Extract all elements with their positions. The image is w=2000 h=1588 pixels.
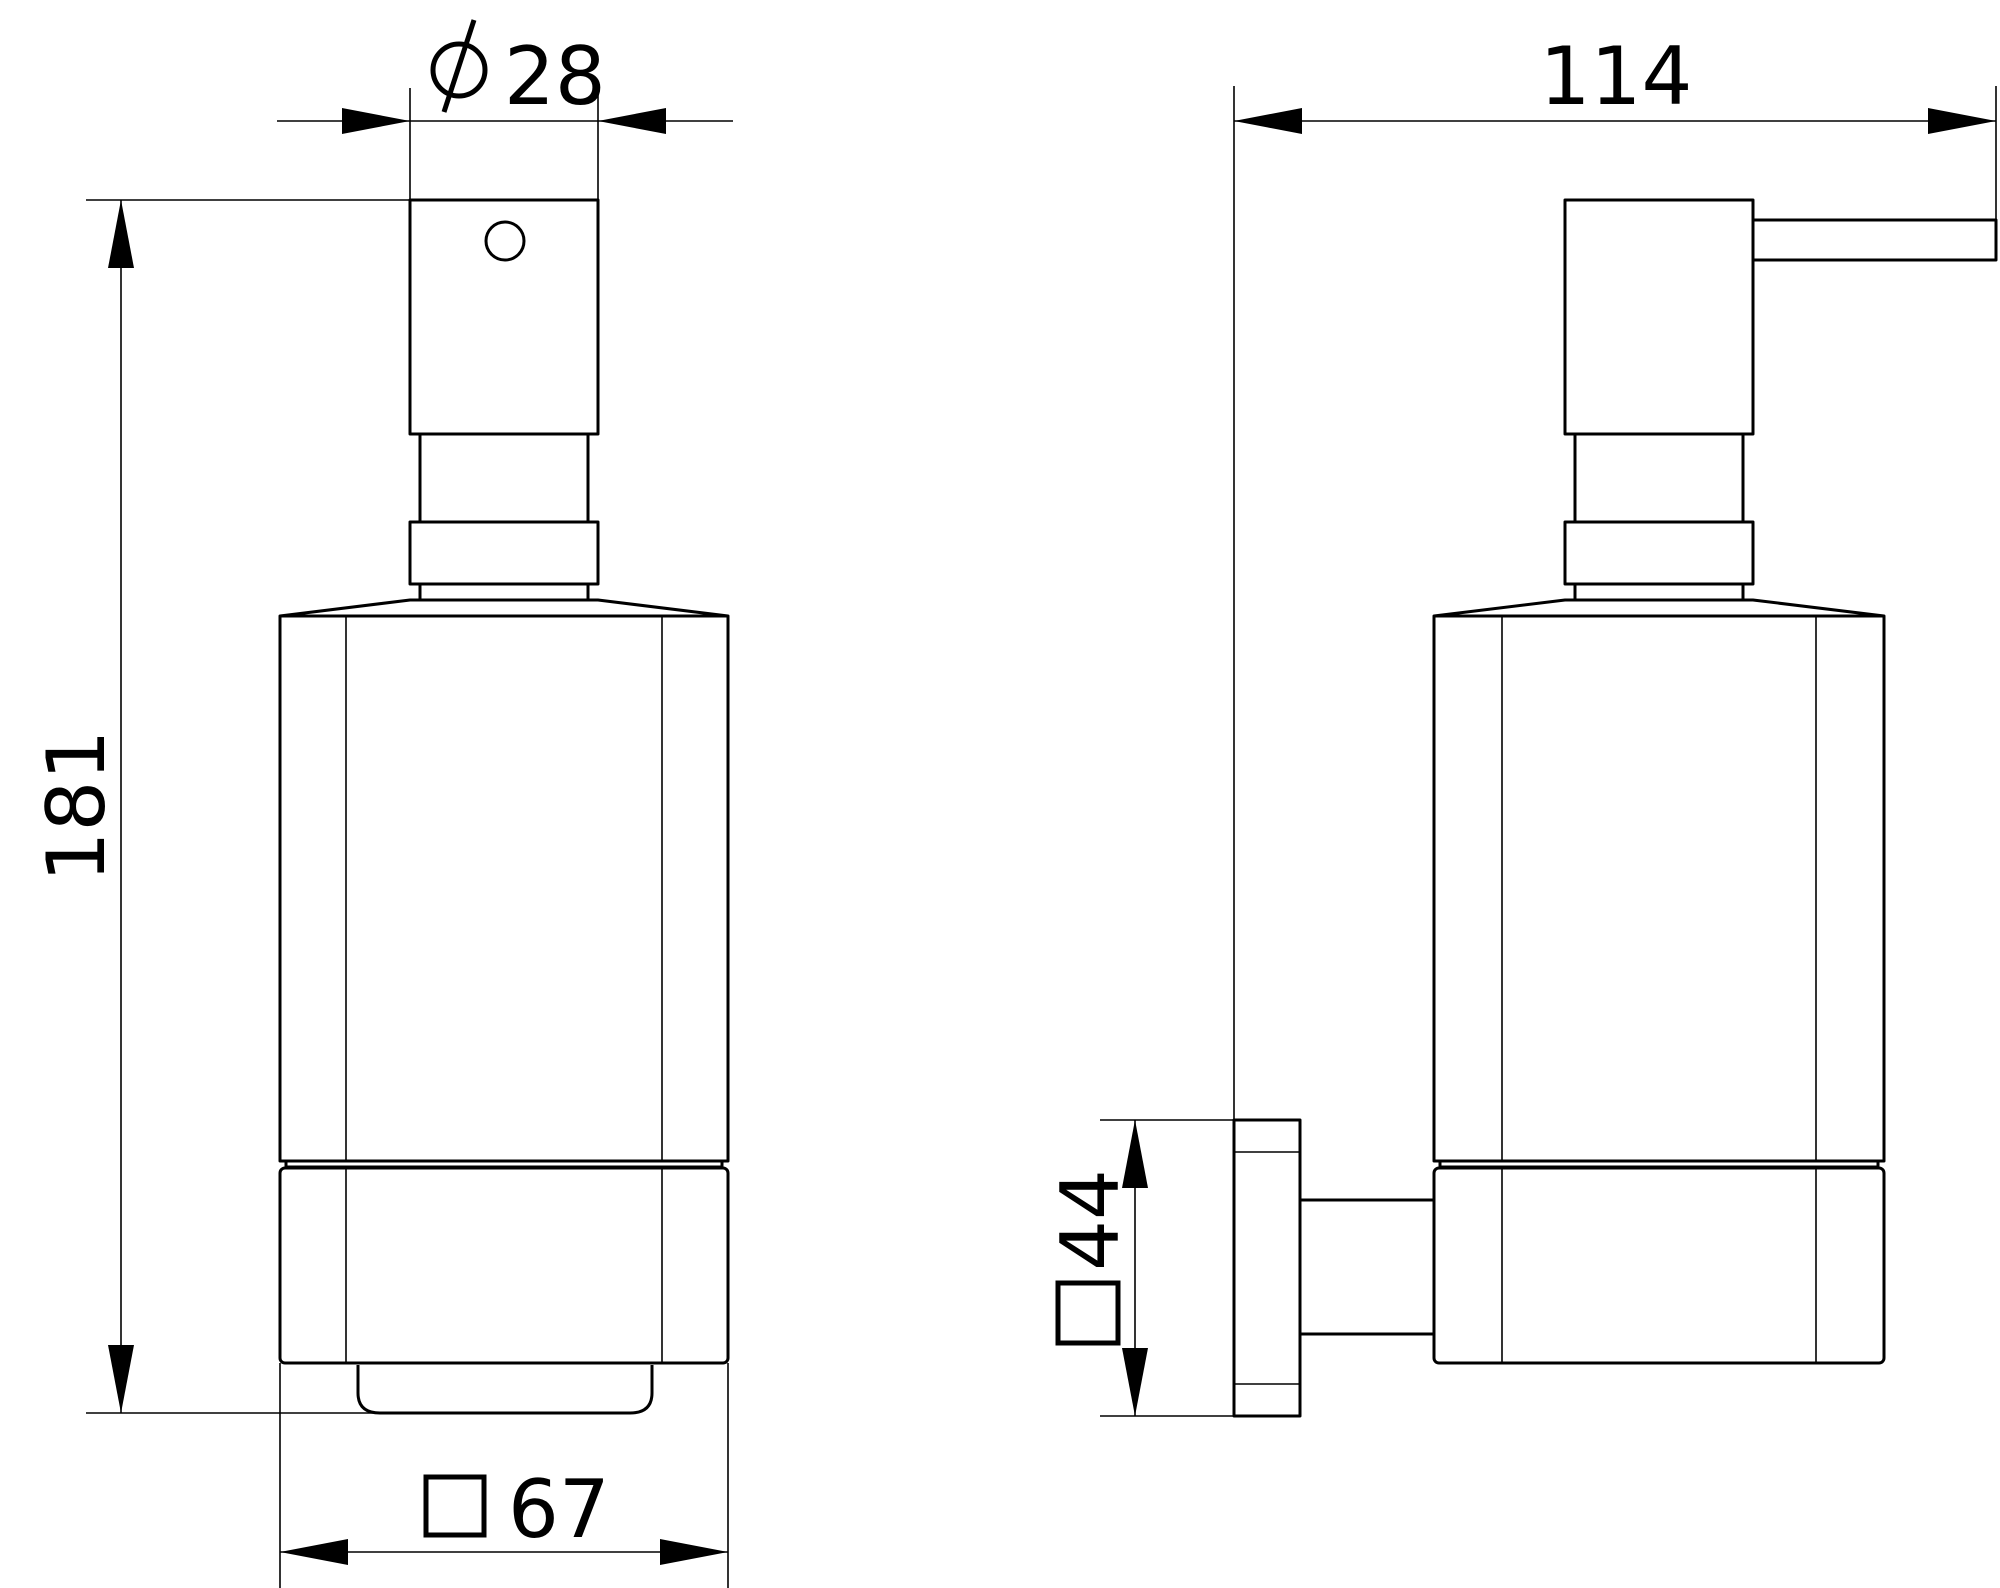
side-collar-neck xyxy=(1573,582,1745,602)
side-pump-stem xyxy=(1573,432,1745,524)
front-collar xyxy=(408,520,600,586)
front-nozzle-hole xyxy=(484,220,526,262)
base-width-arrow-left xyxy=(280,1539,348,1565)
front-bottom-tray xyxy=(356,1365,654,1415)
depth-arrow-right xyxy=(1928,108,1996,134)
front-container xyxy=(278,614,730,1163)
square-symbol xyxy=(1055,1280,1121,1346)
depth-value: 114 xyxy=(1540,30,1693,123)
dimension-base-width: 67 xyxy=(279,1363,729,1588)
diameter-arrow-right xyxy=(598,108,666,134)
diameter-value: 28 xyxy=(504,30,606,123)
base-width-value: 67 xyxy=(508,1463,610,1556)
dimension-wall-plate: 44 xyxy=(1044,1119,1234,1417)
front-pump-stem xyxy=(418,432,590,524)
wall-plate-arrow-top xyxy=(1122,1120,1148,1188)
square-symbol xyxy=(423,1474,487,1538)
side-collar xyxy=(1563,520,1755,586)
base-width-arrow-right xyxy=(660,1539,728,1565)
front-base-band xyxy=(284,1159,724,1169)
front-view xyxy=(278,198,730,1415)
height-value: 181 xyxy=(30,730,123,883)
side-view xyxy=(1232,198,1998,1418)
side-mounting-arm xyxy=(1298,1198,1436,1336)
wall-plate-arrow-bottom xyxy=(1122,1348,1148,1416)
diameter-arrow-left xyxy=(342,108,410,134)
dimension-depth: 114 xyxy=(1233,30,1997,1120)
front-shoulder xyxy=(279,598,729,618)
front-pump-head xyxy=(408,198,600,436)
dimension-height: 181 xyxy=(30,199,410,1414)
front-holder xyxy=(278,1166,730,1365)
depth-arrow-left xyxy=(1234,108,1302,134)
dimension-diameter: 28 xyxy=(277,19,733,200)
side-base-band xyxy=(1438,1159,1880,1169)
side-nozzle xyxy=(1753,218,1998,262)
height-arrow-bottom xyxy=(108,1345,134,1413)
diameter-symbol xyxy=(430,19,488,113)
front-collar-neck xyxy=(418,582,590,602)
wall-plate-value: 44 xyxy=(1044,1169,1137,1271)
height-arrow-top xyxy=(108,200,134,268)
side-wall-plate xyxy=(1232,1118,1302,1418)
side-shoulder xyxy=(1433,598,1885,618)
side-pump-head xyxy=(1563,198,1755,436)
